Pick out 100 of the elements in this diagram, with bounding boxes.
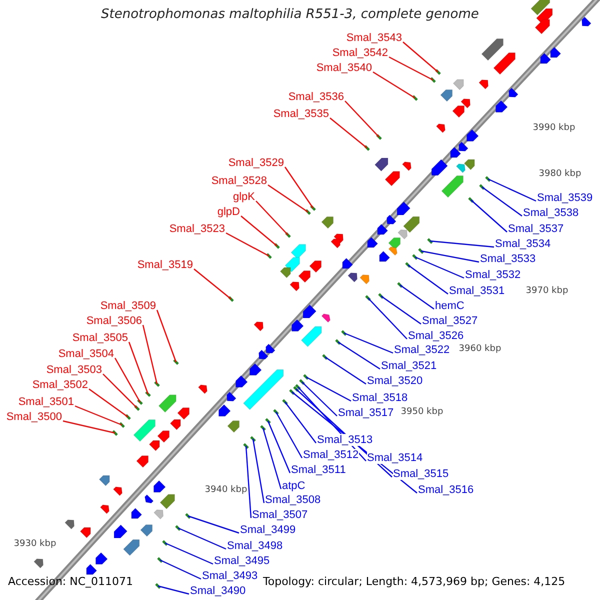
gene-label: glpK (232, 190, 255, 204)
leader-line (284, 402, 316, 444)
gene-label: Smal_3512 (303, 448, 359, 462)
leader-line (62, 420, 116, 434)
leader-line (482, 186, 522, 216)
gene-label: Smal_3543 (346, 32, 402, 44)
leader-line (178, 527, 226, 550)
leader-line (128, 342, 149, 394)
leader-line (368, 298, 408, 340)
leader-line (74, 405, 122, 426)
gene-label: Smal_3508 (265, 494, 321, 506)
leader-line (344, 332, 394, 354)
gene-label: Smal_3540 (316, 62, 372, 74)
gene-label: Smal_3516 (418, 484, 474, 496)
leader-line (306, 376, 352, 402)
gene-label: Smal_3535 (273, 108, 329, 120)
gene-label: Smal_3534 (495, 238, 551, 250)
leader-line (470, 200, 508, 232)
scale-label: 3940 kbp (204, 486, 248, 496)
gene-label: glpD (217, 206, 240, 218)
scale-label: 3950 kbp (400, 408, 444, 418)
gene-label: Smal_3529 (228, 156, 284, 170)
leader-line (102, 374, 138, 408)
leader-line (88, 388, 128, 418)
gene-label: Smal_3501 (18, 396, 74, 408)
gene-label: Smal_3498 (227, 540, 283, 552)
gene-label: Smal_3504 (58, 348, 114, 360)
leader-line (284, 166, 314, 208)
gene-label: Smal_3503 (46, 364, 102, 376)
gene-label: Smal_3513 (317, 434, 373, 446)
gene-label: Smal_3500 (6, 410, 62, 424)
leader-line (400, 284, 434, 310)
leader-line (262, 428, 282, 490)
leader-line (338, 342, 380, 370)
leader-line (488, 178, 536, 202)
leader-line (402, 42, 438, 72)
gene-label: Smal_3538 (523, 206, 579, 220)
leader-line (275, 412, 303, 458)
leader-line (158, 585, 190, 595)
scale-label: 3980 kbp (538, 170, 582, 180)
gene-label: Smal_3523 (169, 222, 225, 236)
leader-line (344, 100, 380, 138)
leader-line (160, 559, 202, 580)
leader-line (324, 356, 366, 384)
leader-line (372, 71, 416, 99)
leader-line (420, 250, 480, 263)
gene-label: Smal_3527 (422, 314, 478, 328)
leader-line (388, 56, 434, 81)
leader-line (245, 446, 252, 518)
gene-label: Smal_3522 (394, 344, 450, 356)
gene-label: Smal_3506 (86, 314, 142, 328)
gene-label: Smal_3521 (381, 360, 437, 372)
leader-line (256, 200, 288, 236)
gene-label: atpC (282, 480, 306, 492)
title: Stenotrophomonas maltophilia R551-3, complete genome (101, 8, 479, 22)
scale-label: 3960 kbp (458, 345, 502, 355)
leader-line (268, 184, 308, 212)
gene-label: Smal_3505 (72, 332, 128, 344)
gene-label: Smal_3532 (465, 268, 521, 282)
scale-label: 3970 kbp (526, 287, 568, 297)
scale-label: 3990 kbp (532, 124, 576, 134)
gene-label: Smal_3519 (137, 258, 193, 272)
gene-label: Smal_3511 (291, 464, 346, 476)
gene-label: Smal_3515 (393, 468, 449, 480)
leader-line (252, 438, 265, 504)
gene-label: Smal_3518 (352, 392, 408, 404)
accession-text: Accession: NC_011071 (8, 576, 134, 588)
leader-line (240, 216, 278, 246)
gene-label: Smal_3539 (537, 192, 593, 204)
leader-line (380, 296, 422, 324)
leader-line (414, 256, 464, 279)
gene-label: Smal_3490 (190, 584, 246, 598)
leader-line (226, 232, 270, 257)
leader-line (164, 542, 214, 565)
leader-line (194, 268, 232, 300)
gene-label: Smal_3502 (32, 378, 88, 392)
gene-label: Smal_3531 (449, 284, 505, 298)
scale-label: 3930 kbp (14, 540, 56, 550)
gene-label: Smal_3495 (214, 554, 270, 568)
leader-line (156, 310, 177, 362)
gene-label: Smal_3536 (288, 90, 344, 104)
leader-line (188, 515, 240, 534)
leader-line (408, 264, 448, 294)
leader-line (114, 358, 141, 402)
gene-label: Smal_3514 (367, 452, 423, 464)
gene-label: Smal_3520 (367, 374, 423, 388)
gene-label: Smal_3517 (338, 406, 394, 420)
leader-line (430, 240, 494, 248)
gene-label: Smal_3542 (332, 46, 388, 60)
gene-label: Smal_3537 (508, 222, 564, 236)
gene-label: hemC (435, 300, 464, 312)
gene-label: Smal_3493 (202, 570, 258, 582)
gene-label: Smal_3526 (408, 330, 464, 342)
leader-line (302, 382, 338, 416)
gene-label: Smal_3528 (211, 174, 267, 188)
leader-line (142, 324, 158, 384)
gene-label: Smal_3507 (252, 508, 308, 522)
gene-label: Smal_3509 (100, 300, 156, 312)
genome-stats-text: Topology: circular; Length: 4,573,969 bp; Genes: 4,125 (263, 576, 566, 588)
leader-line (267, 420, 291, 474)
